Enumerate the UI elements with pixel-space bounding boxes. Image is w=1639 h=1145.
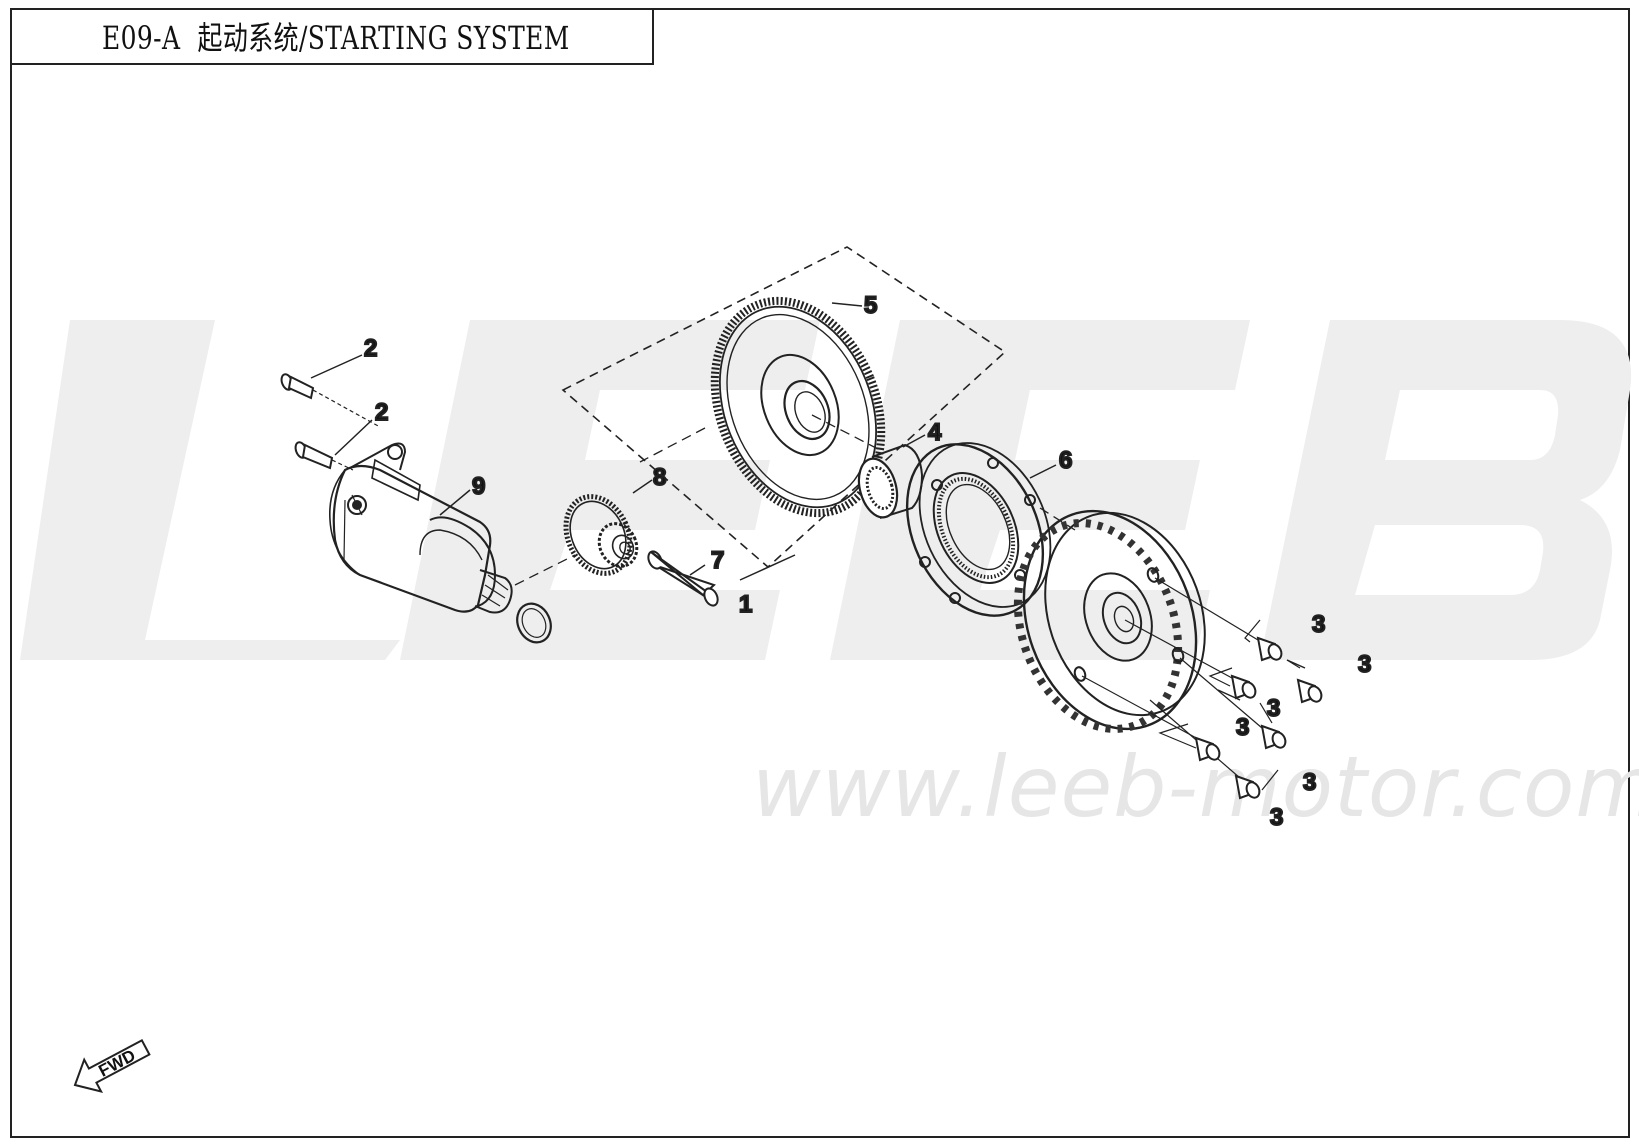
callout-4: 4 (928, 419, 942, 446)
callout-3: 3 (1358, 651, 1371, 678)
rotor-bolt (1230, 674, 1257, 700)
needle-bearing (857, 443, 924, 519)
callout-9: 9 (472, 473, 485, 500)
callout-7: 7 (711, 547, 724, 574)
mounting-bolt-lower (294, 441, 354, 471)
flywheel-rotor (1013, 509, 1263, 779)
callout-3: 3 (1270, 804, 1283, 831)
mounting-bolt-upper (280, 373, 381, 428)
callout-3: 3 (1303, 769, 1316, 796)
title-box: E09-A 起动系统/STARTING SYSTEM (10, 8, 654, 65)
watermark-url: www.leeb-motor.com (752, 738, 1639, 836)
callout-3: 3 (1267, 695, 1280, 722)
page-title: E09-A 起动系统/STARTING SYSTEM (102, 20, 570, 56)
section-title: 起动系统/STARTING SYSTEM (197, 19, 570, 57)
o-ring (516, 602, 552, 644)
rotor-bolt (1256, 636, 1283, 662)
callout-6: 6 (1059, 447, 1072, 474)
reduction-gear (563, 494, 639, 576)
callout-1: 1 (739, 591, 752, 618)
leader-lines (310, 302, 1306, 701)
callout-2: 2 (375, 399, 388, 426)
starter-driven-gear (639, 296, 886, 518)
rotor-bolt (1194, 736, 1221, 762)
callout-2: 2 (364, 335, 377, 362)
rotor-bolt (1234, 774, 1261, 800)
rotor-bolt (1260, 724, 1287, 750)
assembly-boundary (561, 246, 1007, 569)
section-code: E09-A (102, 19, 181, 57)
forward-direction-arrow: FWD (73, 1039, 151, 1094)
callout-5: 5 (864, 292, 877, 319)
rotor-bolt (1296, 678, 1323, 704)
leeb-watermark-logo (20, 320, 1632, 660)
callout-3: 3 (1312, 611, 1325, 638)
callout-8: 8 (653, 464, 666, 491)
fwd-label: FWD (95, 1046, 138, 1081)
gear-shaft (647, 550, 719, 607)
callout-3: 3 (1236, 714, 1249, 741)
drawing-frame (10, 8, 1630, 1138)
starter-motor (328, 442, 513, 614)
